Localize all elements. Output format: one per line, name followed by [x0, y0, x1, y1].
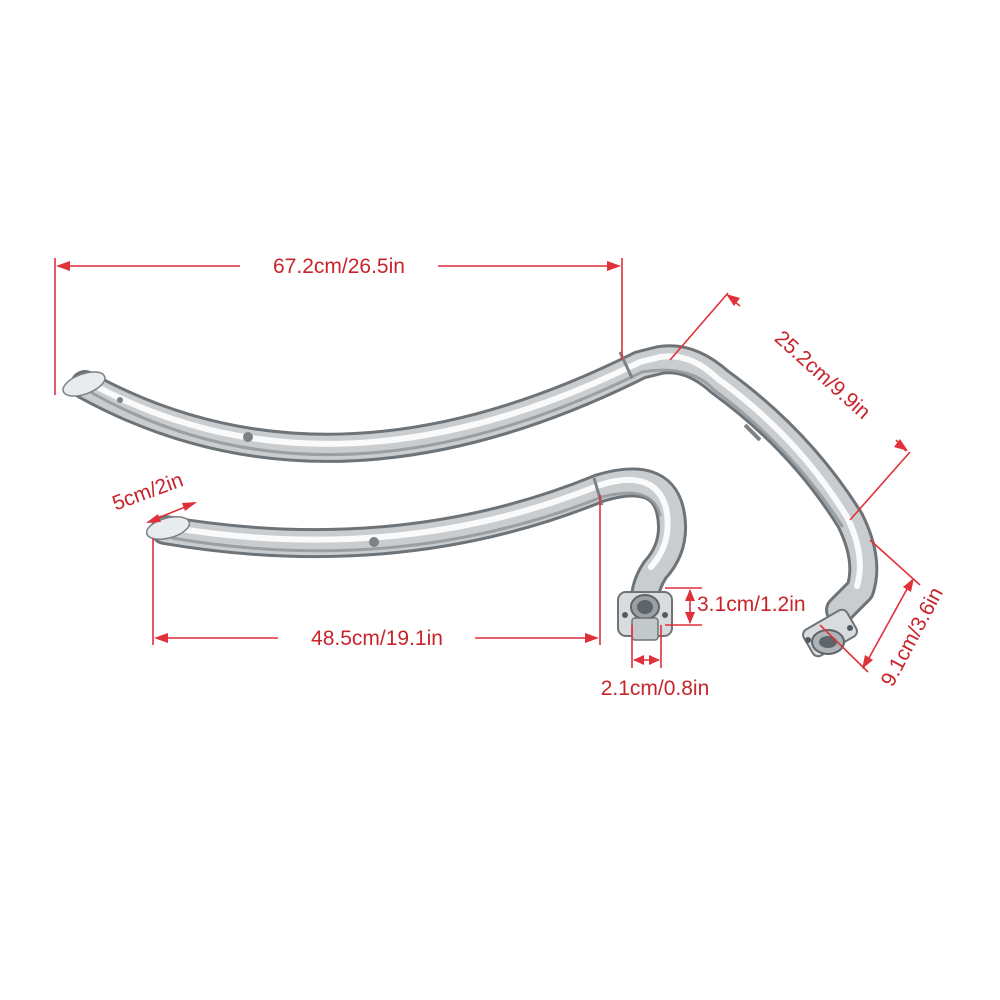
dimension-upper-bend: 25.2cm/9.9in: [669, 292, 911, 521]
dimension-long-pipe: 67.2cm/26.5in: [54, 255, 623, 395]
dimension-short-pipe: 48.5cm/19.1in: [152, 495, 601, 650]
dimension-flange-width: 2.1cm/0.8in: [601, 625, 710, 700]
tip-width-label: 5cm/2in: [109, 469, 186, 516]
flange-width-label: 2.1cm/0.8in: [601, 677, 710, 700]
upper-flange-span-label: 9.1cm/3.6in: [877, 584, 948, 691]
lower-exhaust-pipe: [145, 467, 688, 615]
long-pipe-length-label: 67.2cm/26.5in: [273, 255, 405, 278]
upper-flange: [802, 608, 858, 658]
lower-flange: [617, 591, 673, 641]
short-pipe-length-label: 48.5cm/19.1in: [311, 627, 443, 650]
upper-exhaust-pipe: [62, 344, 879, 625]
flange-height-label: 3.1cm/1.2in: [697, 593, 806, 616]
dimension-tip-width: 5cm/2in: [109, 469, 197, 523]
dimension-flange-height: 3.1cm/1.2in: [665, 587, 806, 626]
upper-bend-length-label: 25.2cm/9.9in: [770, 326, 875, 424]
